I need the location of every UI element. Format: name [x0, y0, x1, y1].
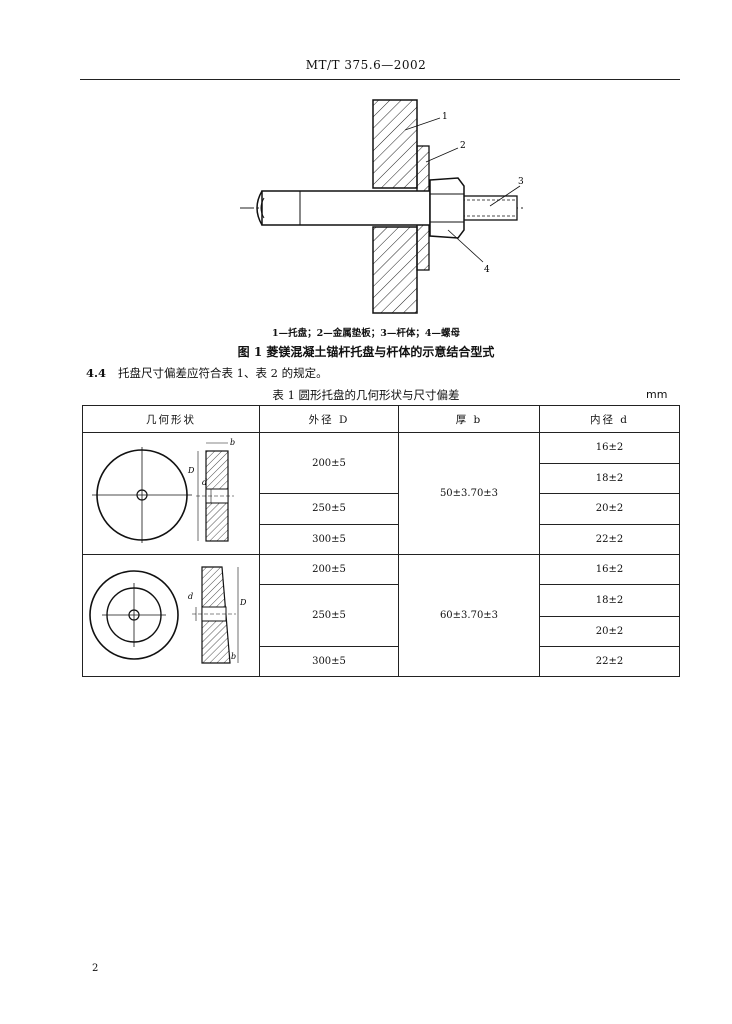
- callout-3: 3: [518, 177, 524, 187]
- table-row: 250±5 18±2: [83, 584, 680, 647]
- geometry-cell-flat: D d b: [82, 432, 260, 555]
- inner-diameter-cell: 18±2: [539, 584, 680, 617]
- inner-diameter-cell: 16±2: [539, 432, 680, 464]
- dim-label-D: D: [187, 466, 195, 475]
- clause-text: 托盘尺寸偏差应符合表 1、表 2 的规定。: [118, 366, 328, 380]
- header-outer-diameter: 外径 D: [259, 405, 399, 433]
- metal-pad-lower: [416, 223, 430, 271]
- header-rule: [80, 79, 680, 80]
- inner-diameter-cell: 18±2: [539, 462, 680, 494]
- clause-4-4: 4.4 托盘尺寸偏差应符合表 1、表 2 的规定。: [86, 365, 328, 381]
- outer-diameter-cell: 200±5: [259, 432, 399, 494]
- table-row: 250±5 20±2: [83, 493, 680, 525]
- table-row: 300±5 22±2: [83, 646, 680, 677]
- callout-2: 2: [460, 141, 466, 151]
- callout-1: 1: [442, 112, 448, 122]
- rod-end: [256, 190, 263, 226]
- thickness-cell: 50±3.70±3: [398, 432, 540, 555]
- figure-legend: 1—托盘；2—金属垫板；3—杆体；4—螺母: [272, 328, 460, 339]
- outer-diameter-cell: 300±5: [259, 646, 399, 677]
- callout-4: 4: [484, 265, 490, 275]
- dim-label-b: b: [231, 652, 236, 661]
- dim-label-b: b: [230, 438, 235, 447]
- geometry-cell-recessed: D d b: [82, 554, 260, 677]
- inner-diameter-cell: 22±2: [539, 523, 680, 555]
- tray-lower: [372, 226, 418, 314]
- table-row: D d b 200±5 50±3.70±3 16±2: [82, 432, 680, 555]
- nut: [429, 177, 465, 239]
- flat-tray-diagram: D d b: [92, 438, 235, 543]
- dim-label-d: d: [202, 478, 207, 487]
- figure-1-drawing: 1 2 3 4: [240, 99, 525, 314]
- tray-upper: [372, 99, 418, 189]
- outer-diameter-cell: 200±5: [259, 554, 399, 585]
- table-row: 20±2: [83, 616, 680, 647]
- table-row: D d b 200±5 60±3.70±3 16±2: [82, 554, 680, 677]
- header-inner-diameter: 内径 d: [539, 405, 680, 433]
- table-title: 表 1 圆形托盘的几何形状与尺寸偏差: [272, 388, 460, 402]
- inner-diameter-cell: 22±2: [539, 646, 680, 677]
- figure-caption: 图 1 菱镁混凝土锚杆托盘与杆体的示意结合型式: [237, 345, 495, 359]
- recessed-tray-diagram: D d b: [89, 566, 247, 664]
- rod-body: [261, 190, 431, 226]
- inner-diameter-cell: 20±2: [539, 616, 680, 647]
- tolerance-table: 几何形状 外径 D 厚 b 内径 d: [82, 405, 680, 677]
- outer-diameter-cell: 250±5: [259, 584, 399, 647]
- table-unit: mm: [646, 388, 668, 401]
- inner-diameter-cell: 20±2: [539, 493, 680, 525]
- header-geometry: 几何形状: [82, 405, 260, 433]
- metal-pad-upper: [416, 145, 430, 193]
- dim-label-D: D: [239, 598, 247, 607]
- page-number: 2: [92, 963, 99, 974]
- header-title: MT/T 375.6—2002: [305, 58, 427, 72]
- dim-label-d: d: [188, 592, 193, 601]
- header-thickness: 厚 b: [398, 405, 540, 433]
- outer-diameter-cell: 250±5: [259, 493, 399, 525]
- outer-diameter-cell: 300±5: [259, 523, 399, 555]
- inner-diameter-cell: 16±2: [539, 554, 680, 585]
- thickness-cell: 60±3.70±3: [398, 554, 540, 677]
- clause-number: 4.4: [86, 366, 107, 380]
- table-row: 18±2: [83, 462, 680, 494]
